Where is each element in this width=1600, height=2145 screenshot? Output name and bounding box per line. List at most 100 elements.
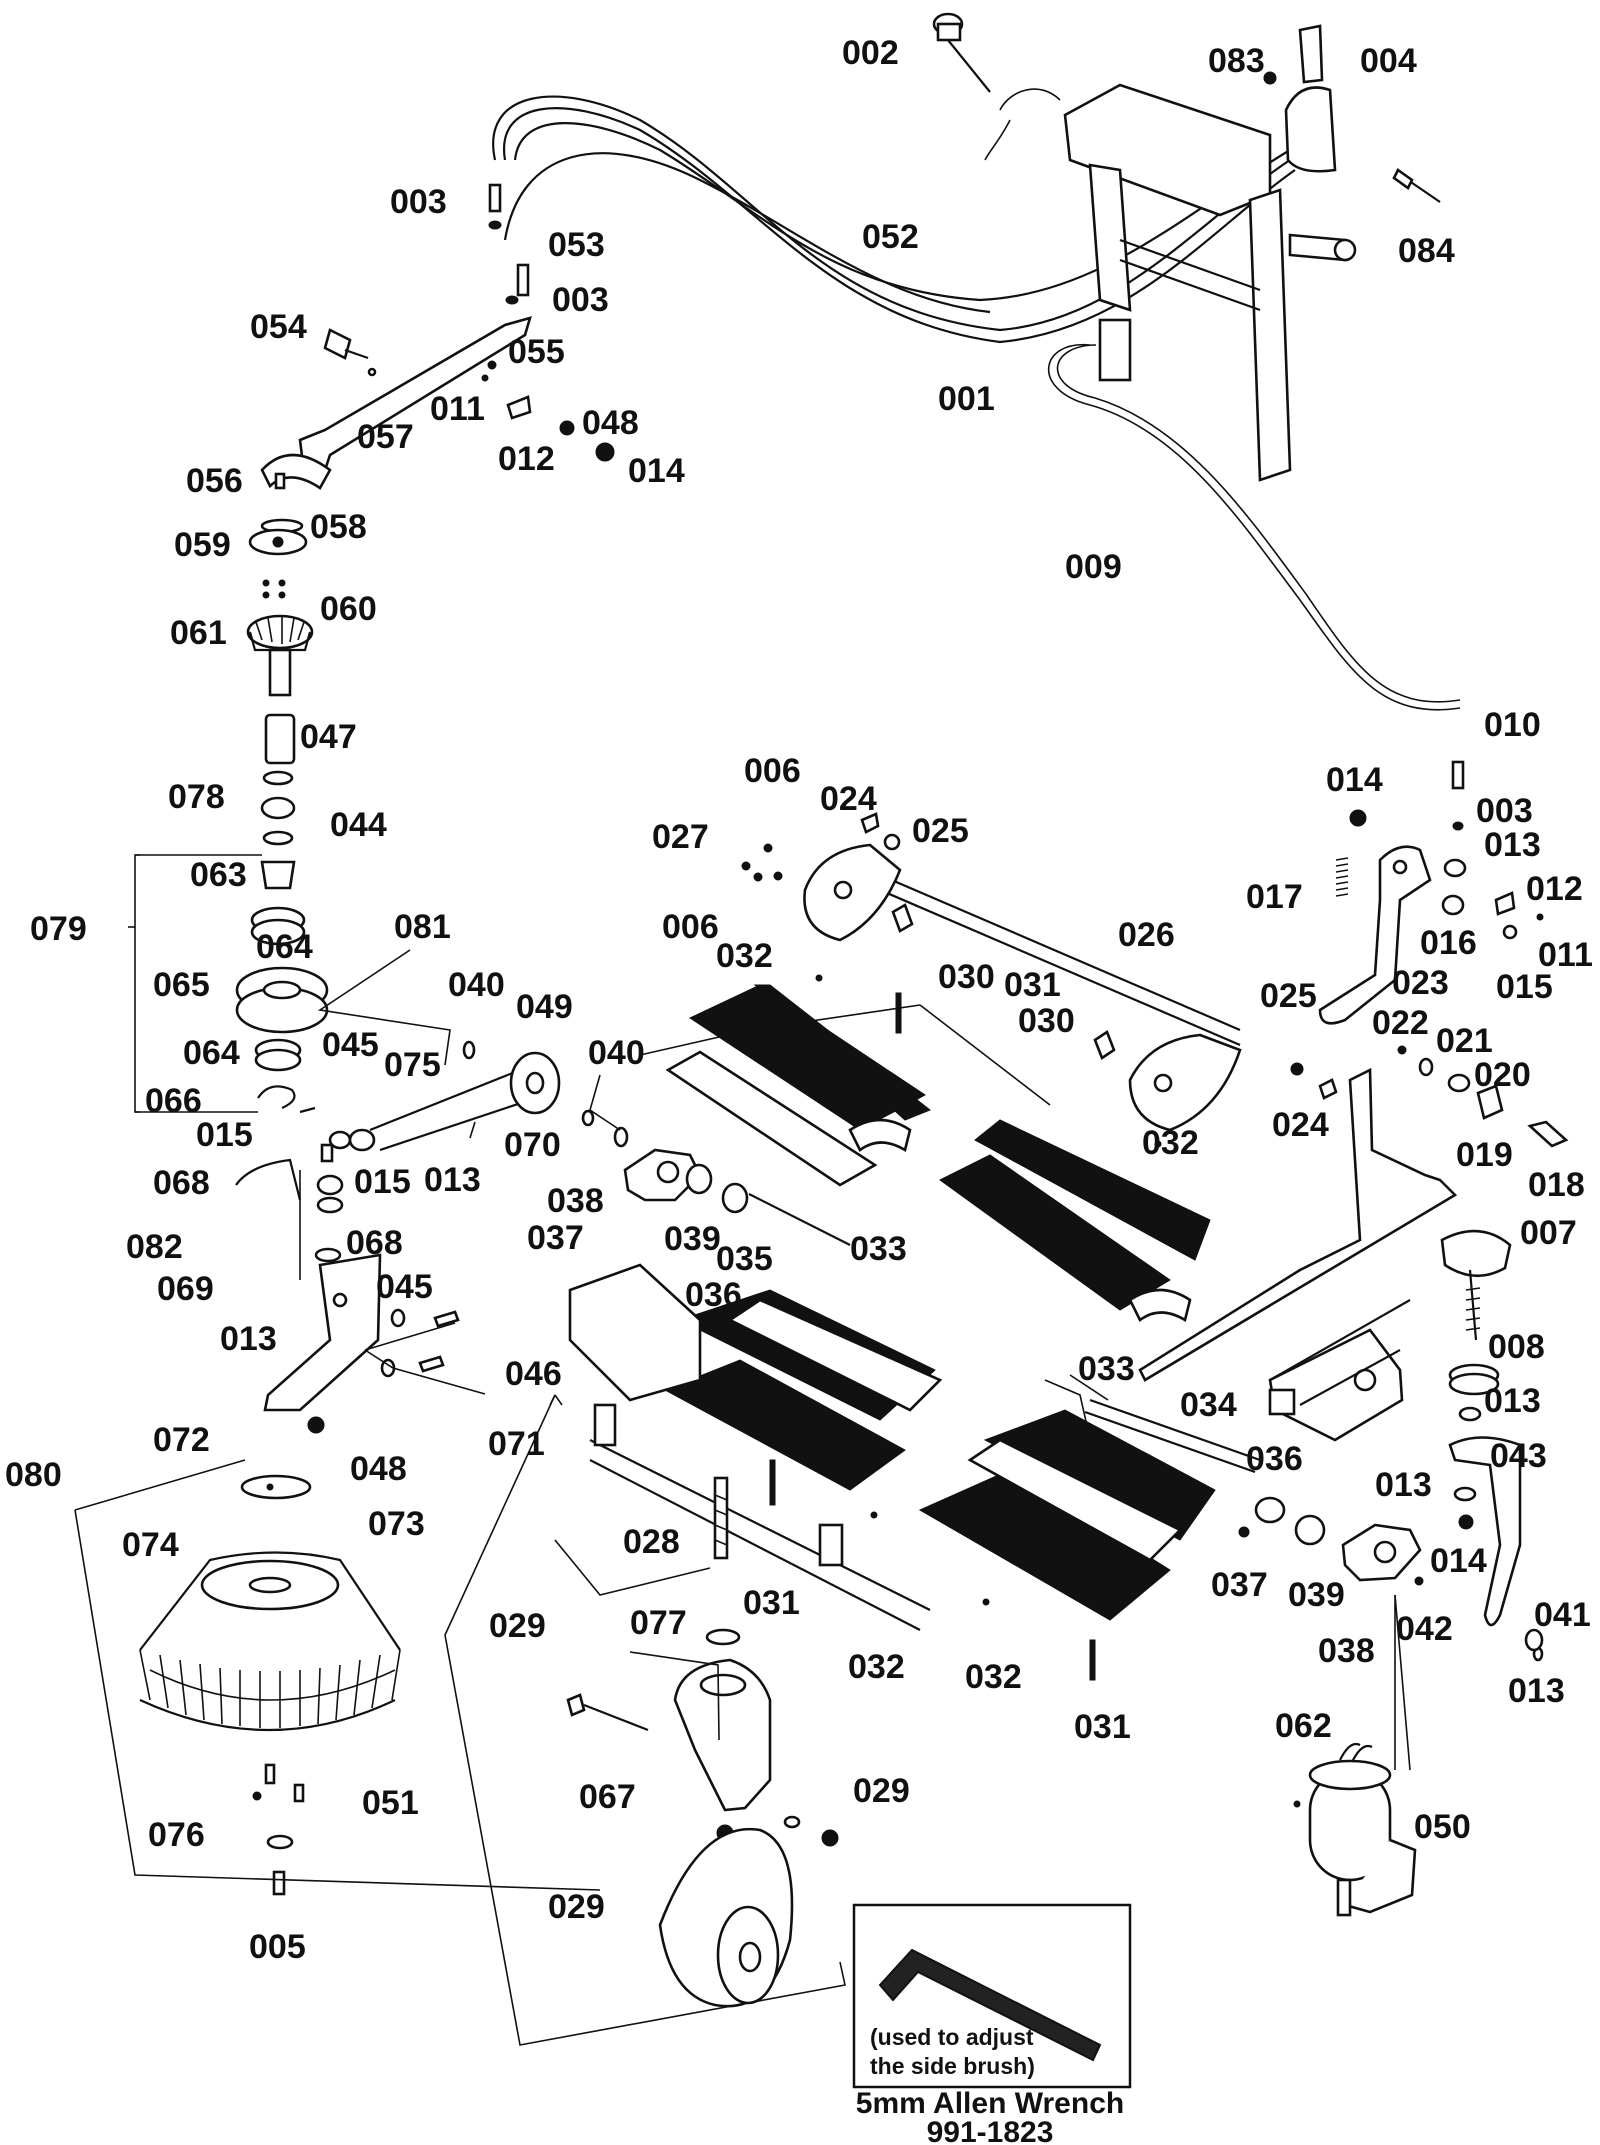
callout-labels: 002 083 004 003 053 003 052 084 054 055 …: [5, 34, 1593, 1966]
callout-018: 018: [1528, 1166, 1585, 1204]
callout-077: 077: [630, 1604, 687, 1642]
callout-045: 045: [322, 1026, 379, 1064]
callout-031: 031: [1074, 1708, 1131, 1746]
callout-072: 072: [153, 1421, 210, 1459]
callout-078: 078: [168, 778, 225, 816]
caster-wheel-icon: [566, 1628, 839, 2008]
ignition-key: [932, 12, 991, 93]
callout-070: 070: [504, 1126, 561, 1164]
callout-029: 029: [489, 1607, 546, 1645]
callout-047: 047: [300, 718, 357, 756]
callout-082: 082: [126, 1228, 183, 1266]
callout-030: 030: [1018, 1002, 1075, 1040]
callout-024: 024: [1272, 1106, 1329, 1144]
callout-044: 044: [330, 806, 387, 844]
callout-019: 019: [1456, 1136, 1513, 1174]
leader-lines: [74, 854, 1411, 2046]
callout-039: 039: [664, 1220, 721, 1258]
callout-031: 031: [1004, 966, 1061, 1004]
callout-073: 073: [368, 1505, 425, 1543]
callout-036: 036: [685, 1276, 742, 1314]
callout-029: 029: [853, 1772, 910, 1810]
callout-075: 075: [384, 1046, 441, 1084]
callout-014: 014: [1326, 761, 1383, 799]
callout-029: 029: [548, 1888, 605, 1926]
motor-icon: [1293, 1742, 1417, 1917]
callout-079: 079: [30, 910, 87, 948]
side-brush-icon: [139, 1474, 401, 1896]
right-linkage: [1290, 760, 1569, 1662]
callout-059: 059: [174, 526, 231, 564]
callout-054: 054: [250, 308, 307, 346]
callout-063: 063: [190, 856, 247, 894]
callout-013: 013: [1484, 826, 1541, 864]
callout-017: 017: [1246, 878, 1303, 916]
callout-014: 014: [628, 452, 685, 490]
callout-058: 058: [310, 508, 367, 546]
callout-013: 013: [1508, 1672, 1565, 1710]
callout-056: 056: [186, 462, 243, 500]
callout-009: 009: [1065, 548, 1122, 586]
callout-040: 040: [588, 1034, 645, 1072]
callout-046: 046: [505, 1355, 562, 1393]
callout-020: 020: [1474, 1056, 1531, 1094]
handle-frame: [1063, 83, 1357, 482]
callout-002: 002: [842, 34, 899, 72]
wrench-note-line2: the side brush): [870, 2053, 1035, 2079]
callout-036: 036: [1246, 1440, 1303, 1478]
callout-033: 033: [850, 1230, 907, 1268]
callout-015: 015: [354, 1163, 411, 1201]
callout-037: 037: [527, 1219, 584, 1257]
callout-006: 006: [744, 752, 801, 790]
callout-062: 062: [1275, 1707, 1332, 1745]
callout-048: 048: [582, 404, 639, 442]
callout-065: 065: [153, 966, 210, 1004]
callout-013: 013: [1375, 1466, 1432, 1504]
gear-icon: [246, 614, 314, 697]
callout-028: 028: [623, 1523, 680, 1561]
callout-071: 071: [488, 1425, 545, 1463]
callout-069: 069: [157, 1270, 214, 1308]
callout-032: 032: [716, 937, 773, 975]
callout-074: 074: [122, 1526, 179, 1564]
callout-038: 038: [1318, 1632, 1375, 1670]
callout-015: 015: [1496, 968, 1553, 1006]
callout-055: 055: [508, 333, 565, 371]
callout-003: 003: [552, 281, 609, 319]
callout-045: 045: [376, 1268, 433, 1306]
callout-013: 013: [1484, 1382, 1541, 1420]
callout-043: 043: [1490, 1437, 1547, 1475]
callout-014: 014: [1430, 1542, 1487, 1580]
callout-035: 035: [716, 1240, 773, 1278]
callout-053: 053: [548, 226, 605, 264]
callout-083: 083: [1208, 42, 1265, 80]
callout-032: 032: [965, 1658, 1022, 1696]
callout-067: 067: [579, 1778, 636, 1816]
control-cables: [492, 88, 1461, 711]
callout-013: 013: [220, 1320, 277, 1358]
callout-023: 023: [1392, 964, 1449, 1002]
callout-007: 007: [1520, 1214, 1577, 1252]
callout-022: 022: [1372, 1004, 1429, 1042]
callout-012: 012: [1526, 870, 1583, 908]
callout-025: 025: [912, 812, 969, 850]
callout-032: 032: [1142, 1124, 1199, 1162]
callout-031: 031: [743, 1584, 800, 1622]
callout-026: 026: [1118, 916, 1175, 954]
callout-024: 024: [820, 780, 877, 818]
callout-040: 040: [448, 966, 505, 1004]
callout-016: 016: [1420, 924, 1477, 962]
callout-048: 048: [350, 1450, 407, 1488]
callout-034: 034: [1180, 1386, 1237, 1424]
callout-050: 050: [1414, 1808, 1471, 1846]
callout-042: 042: [1396, 1610, 1453, 1648]
callout-011: 011: [1538, 936, 1593, 974]
callout-037: 037: [1211, 1566, 1268, 1604]
brush-frame: [568, 812, 1458, 1681]
callout-084: 084: [1398, 232, 1455, 270]
callout-068: 068: [346, 1224, 403, 1262]
callout-003: 003: [390, 183, 447, 221]
wrench-note-line1: (used to adjust: [870, 2024, 1034, 2050]
callout-038: 038: [547, 1182, 604, 1220]
